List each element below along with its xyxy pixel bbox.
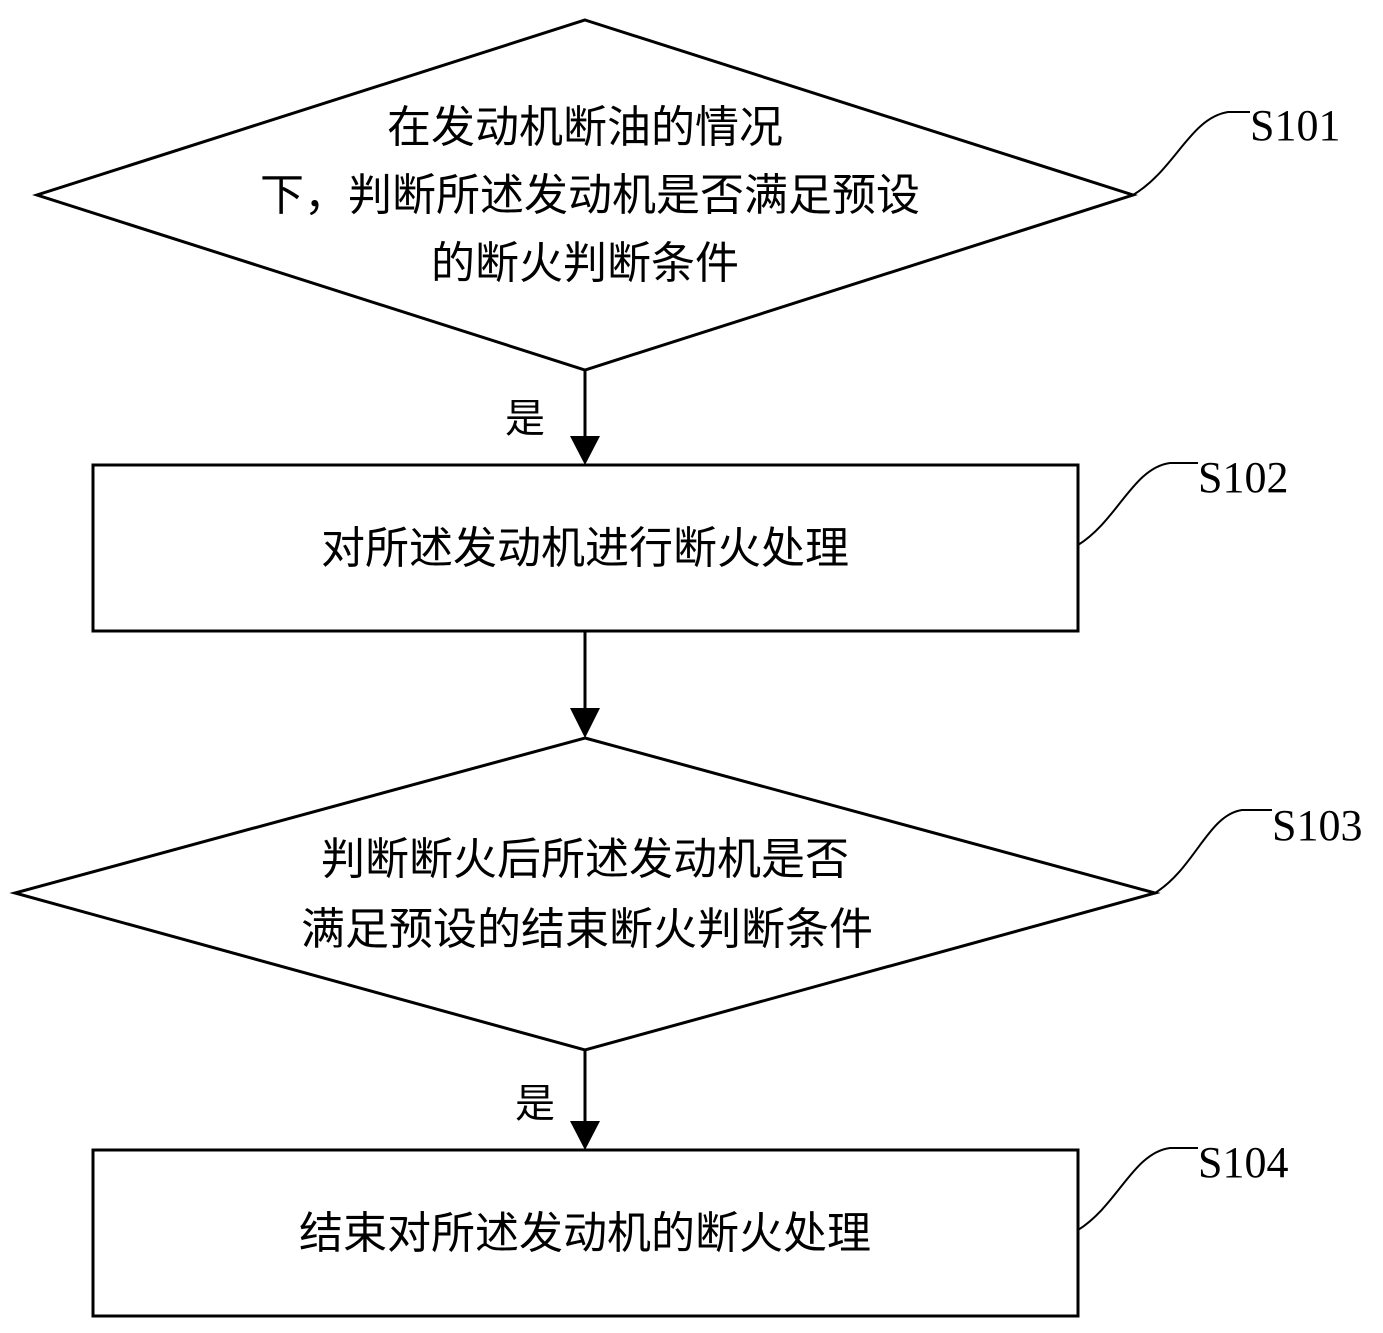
decision-s101: 在发动机断油的情况 下，判断所述发动机是否满足预设 的断火判断条件 — [32, 18, 1138, 372]
edge-s101-s102-label: 是 — [505, 396, 545, 442]
decision-s103-line-2: 满足预设的结束断火判断条件 — [301, 904, 873, 955]
edge-s102-s103 — [570, 631, 600, 738]
decision-s101-line-1: 在发动机断油的情况 — [387, 102, 783, 153]
step-label-s102-leader — [1077, 462, 1198, 546]
edge-s103-s104: 是 — [515, 1050, 600, 1150]
step-label-s101-leader — [1132, 111, 1250, 196]
process-s104: 结束对所述发动机的断火处理 — [91, 1148, 1080, 1318]
step-label-s103: S103 — [1154, 801, 1362, 894]
step-label-s103-text: S103 — [1272, 801, 1362, 850]
decision-s103: 判断断火后所述发动机是否 满足预设的结束断火判断条件 — [9, 736, 1161, 1052]
decision-s101-line-2: 下，判断所述发动机是否满足预设 — [260, 170, 920, 221]
process-s104-shape — [91, 1148, 1080, 1318]
process-s104-line-1: 结束对所述发动机的断火处理 — [299, 1208, 871, 1259]
step-label-s102-text: S102 — [1198, 453, 1288, 502]
edge-s102-s103-arrowhead — [570, 708, 600, 738]
step-label-s101: S101 — [1132, 101, 1340, 196]
step-label-s104: S104 — [1077, 1138, 1288, 1231]
edge-s103-s104-arrowhead — [570, 1121, 600, 1150]
edge-s101-s102-arrowhead — [570, 436, 600, 465]
step-label-s104-text: S104 — [1198, 1138, 1288, 1187]
decision-s101-line-3: 的断火判断条件 — [431, 238, 739, 289]
edge-s103-s104-label: 是 — [515, 1081, 555, 1127]
process-s102-shape — [91, 463, 1080, 633]
edge-s101-s102: 是 — [505, 370, 600, 465]
step-label-s104-leader — [1077, 1147, 1198, 1231]
decision-s103-shape — [9, 736, 1161, 1052]
process-s102: 对所述发动机进行断火处理 — [91, 463, 1080, 633]
decision-s103-line-1: 判断断火后所述发动机是否 — [321, 834, 849, 885]
step-label-s103-leader — [1154, 809, 1272, 894]
step-label-s101-text: S101 — [1250, 101, 1340, 150]
step-label-s102: S102 — [1077, 453, 1288, 546]
process-s102-line-1: 对所述发动机进行断火处理 — [321, 523, 849, 574]
